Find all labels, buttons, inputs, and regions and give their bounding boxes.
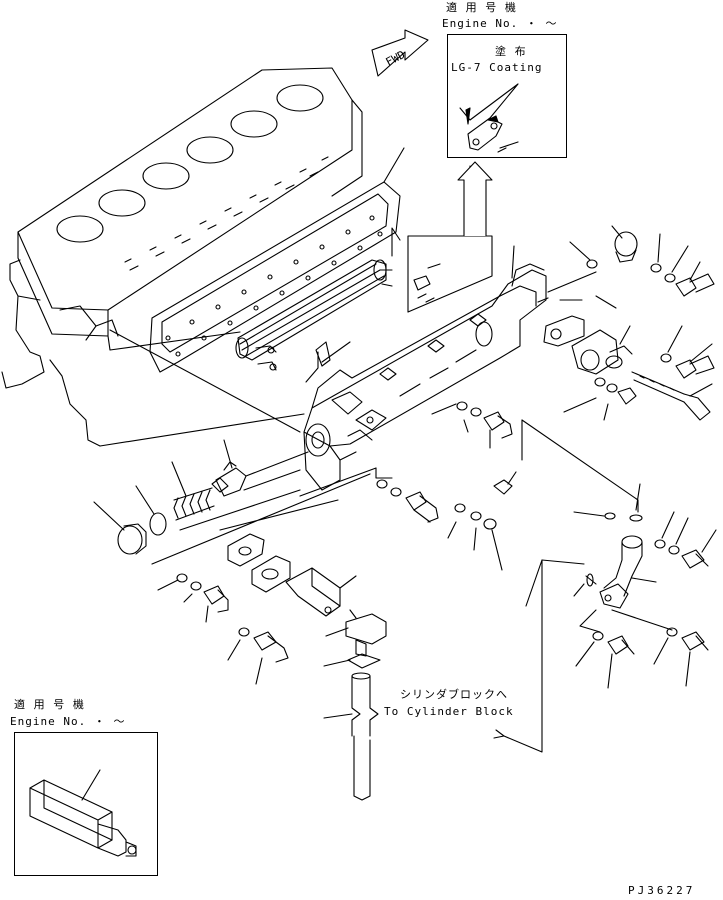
regulator-gasket <box>135 485 167 536</box>
block-leader <box>109 329 301 433</box>
fwd-label: FWD <box>384 48 408 69</box>
top-inset-box <box>447 34 567 158</box>
oil-cooler-cover <box>303 263 549 491</box>
coating-reference-bracket <box>407 161 493 313</box>
callout-cylinder-block-en: To Cylinder Block <box>384 705 514 718</box>
thermostat-housing <box>543 315 633 375</box>
gasket-leader <box>383 147 405 183</box>
connector-leaders <box>151 473 371 565</box>
o-ring-elbow-leader <box>573 583 585 597</box>
bottom-inset-box <box>14 732 158 876</box>
o-ring-outlet <box>629 514 643 522</box>
cover-leader <box>511 245 515 279</box>
callout-arrowhead-icon <box>493 729 505 739</box>
bolt-outlet-upper <box>654 511 717 569</box>
element-leader <box>391 227 401 257</box>
coating-label-en: LG-7 Coating <box>451 61 543 74</box>
bolt-thermostat <box>563 377 637 421</box>
outlet-pipe <box>599 535 657 609</box>
o-ring-top <box>586 259 598 269</box>
regulator-leader <box>243 451 309 491</box>
outlet-leader <box>521 419 641 513</box>
plug-top-right <box>611 225 638 263</box>
bolt-outlet-lower <box>575 609 709 689</box>
bolt-housing-lower <box>431 401 513 449</box>
top-inset-engine-no: Engine No. ・ 〜 <box>442 17 558 30</box>
washer-outlet <box>604 512 616 520</box>
bolt-lower-left-1 <box>157 573 229 623</box>
regulator-spring <box>171 461 215 521</box>
bottom-inset-engine-no: Engine No. ・ 〜 <box>10 715 126 728</box>
nipple-leader <box>321 341 351 363</box>
pipe-connector <box>325 609 387 657</box>
oil-cooler-gasket <box>149 181 401 373</box>
long-stud-bolt <box>631 371 713 421</box>
washer-outlet-leader <box>573 511 605 517</box>
cylinder-block <box>1 67 363 447</box>
pipe-hose-band <box>323 653 381 669</box>
housing-leader <box>595 295 617 309</box>
connector-gasket <box>227 533 265 567</box>
connector-elbow <box>285 567 357 617</box>
coating-detail-gasket <box>459 83 519 153</box>
bolt-mid-right <box>660 325 715 379</box>
pipe-callout-tie <box>541 559 585 565</box>
oil-pipe <box>323 672 379 801</box>
small-plug <box>493 471 517 495</box>
oil-cooler-element <box>235 259 393 371</box>
regulator-valve <box>211 439 247 497</box>
bolt-lower-right <box>447 503 503 571</box>
callout-cylinder-block-jp: シリンダブロックへ <box>400 688 508 701</box>
bolt-lower-middle <box>376 479 439 523</box>
regulator-plug <box>93 501 147 555</box>
cylinder-block-callout-line <box>503 559 543 753</box>
fwd-arrow-icon: FWD <box>371 29 429 77</box>
bolt-lower-left-2 <box>227 627 289 685</box>
thermostat-leader <box>619 325 631 345</box>
top-inset-applicable-models: 適 用 号 機 <box>446 1 517 14</box>
plug-leader-line <box>547 271 597 301</box>
inset-pipe-connector <box>29 769 137 857</box>
o-ring-top-leader <box>569 241 591 261</box>
bolt-top-right <box>650 233 715 297</box>
coating-label-jp: 塗 布 <box>495 45 527 58</box>
bottom-inset-applicable-models: 適 用 号 機 <box>14 698 85 711</box>
connector-flange <box>251 555 291 593</box>
bolt-leader <box>299 467 393 497</box>
drawing-code: PJ36227 <box>628 884 696 897</box>
o-ring-elbow <box>586 573 594 587</box>
